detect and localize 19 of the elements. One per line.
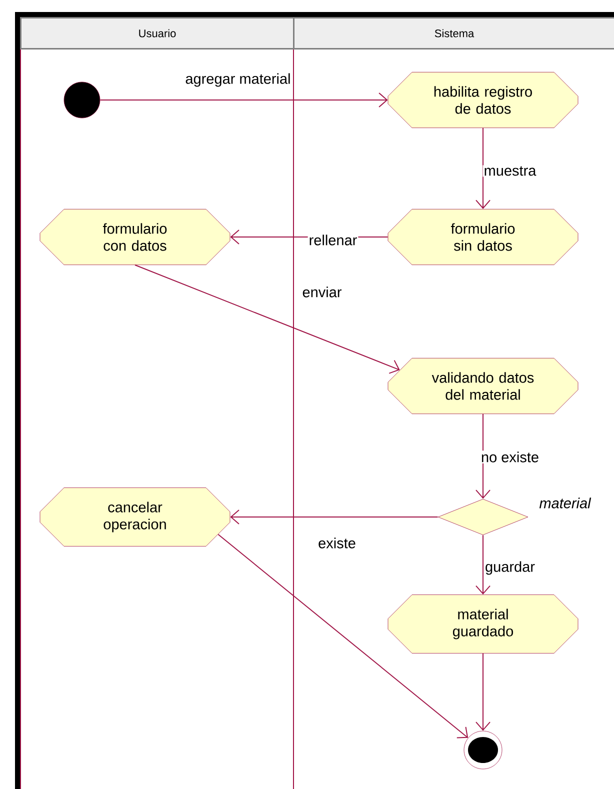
- initial-node: [64, 82, 100, 118]
- arrow: [476, 652, 490, 731]
- edge-label: enviar: [301, 286, 343, 298]
- arrow: [476, 414, 490, 499]
- arrow: [230, 510, 438, 524]
- edge-label: muestra: [482, 165, 538, 177]
- edge-label: existe: [317, 536, 357, 550]
- guard-label: material: [539, 498, 592, 508]
- edge-label: rellenar: [308, 234, 358, 246]
- arrow: [134, 264, 400, 374]
- arrow: [100, 92, 388, 108]
- decision-diamond: [438, 498, 528, 536]
- edge-label: guardar: [484, 560, 536, 576]
- arrow: [476, 128, 490, 209]
- final-node: [464, 730, 502, 770]
- edge-label: no existe: [480, 450, 540, 464]
- edge-label: agregar material: [184, 72, 292, 88]
- arrow: [218, 534, 468, 738]
- arrow: [476, 534, 490, 595]
